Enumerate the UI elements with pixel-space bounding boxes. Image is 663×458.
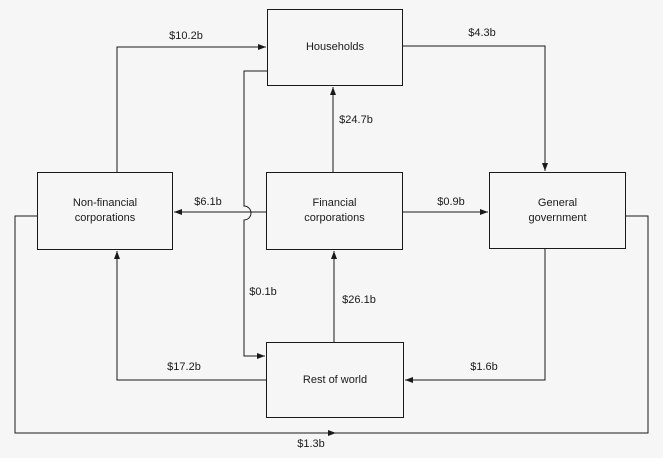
node-financial-corporations: Financial corporations (266, 172, 403, 250)
node-label-line2: corporations (74, 212, 136, 224)
arrow-households-to-general-government (403, 45, 548, 171)
node-general-government: General government (489, 172, 626, 249)
node-non-financial-corporations: Non-financial corporations (37, 172, 173, 250)
flow-label-financial-to-nfc: $6.1b (194, 196, 222, 208)
node-label-line2: corporations (304, 212, 365, 224)
arrow-nfc-to-general-government-right-segment (336, 215, 649, 434)
flow-label-rest-of-world-to-nfc: $17.2b (167, 361, 201, 373)
arrow-nfc-to-households (116, 44, 266, 172)
flow-label-financial-to-general-government: $0.9b (437, 196, 465, 208)
flow-label-general-government-to-rest-of-world: $1.6b (470, 361, 498, 373)
flow-label-nfc-to-general-government: $1.3b (297, 438, 325, 450)
node-rest-of-world: Rest of world (266, 342, 404, 418)
node-label-line1: Financial (312, 197, 357, 209)
flow-label-households-to-rest-of-world: $0.1b (249, 286, 277, 298)
node-label-line1: Non-financial (72, 197, 138, 209)
arrow-households-to-rest-of-world (243, 70, 267, 359)
node-label: Households (305, 41, 365, 53)
node-label-line1: General (537, 196, 578, 209)
node-label-line2: government (528, 211, 587, 224)
flow-label-rest-of-world-to-financial: $26.1b (342, 294, 376, 306)
arrow-nfc-to-general-government-left-segment (14, 215, 336, 436)
arrow-rest-of-world-to-nfc (114, 251, 266, 381)
flow-label-financial-to-households: $24.7b (339, 114, 373, 126)
node-label: Rest of world (302, 373, 368, 386)
flow-label-nfc-to-households: $10.2b (169, 30, 203, 42)
node-households: Households (267, 9, 403, 86)
arrow-general-government-to-rest-of-world (405, 249, 546, 383)
flow-label-households-to-general-government: $4.3b (468, 27, 496, 39)
